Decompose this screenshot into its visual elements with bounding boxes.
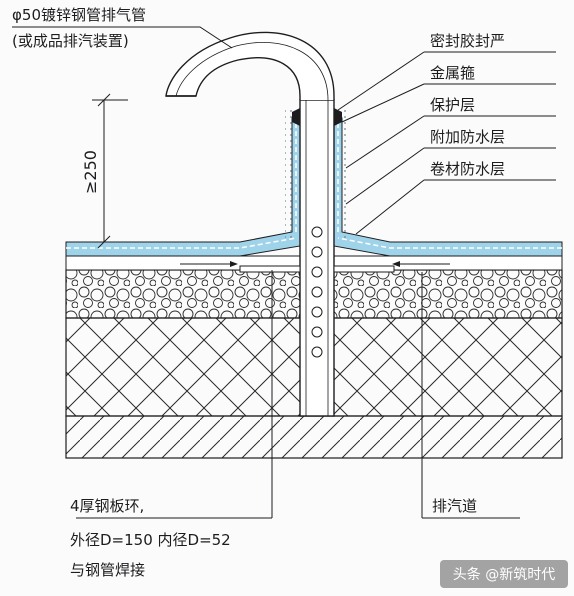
protective-layer-label: 保护层: [430, 96, 475, 114]
steel-plate-ring: [239, 265, 395, 273]
dimension-250: ≥250: [81, 93, 128, 249]
metal-hoop: [292, 108, 342, 126]
vent-channel-label: 排汽道: [432, 497, 477, 515]
vent-channel-callout: 排汽道: [421, 272, 520, 519]
watermark-text: 头条 @新筑时代: [453, 566, 555, 583]
metal-hoop-label: 金属箍: [430, 64, 475, 82]
watermark: 头条 @新筑时代: [440, 560, 568, 588]
plate-line2-label: 外径D=150 内径D=52: [70, 531, 231, 549]
vent-pipe-gooseneck: [165, 31, 335, 101]
pipe-perforations: [311, 226, 323, 358]
dimension-label: ≥250: [81, 150, 100, 194]
callout-labels: 密封胶封严 金属箍 保护层 附加防水层 卷材防水层: [337, 32, 556, 235]
plate-line3-label: 与钢管焊接: [70, 561, 145, 579]
plate-line1-label: 4厚钢板环,: [70, 497, 144, 515]
structural-slab: [65, 415, 563, 459]
vent-flow-arrows: [180, 261, 450, 267]
vent-pipe-vertical: [299, 99, 335, 417]
pipe-title-label: φ50镀锌钢管排气管: [12, 6, 146, 24]
waterproof-layer-left: [65, 110, 301, 257]
plate-ring-callout: 4厚钢板环, 外径D=150 内径D=52 与钢管焊接: [70, 270, 273, 579]
pipe-subtitle-label: (或成品排汽装置): [12, 32, 129, 50]
additional-waterproof-label: 附加防水层: [430, 128, 505, 146]
sealant-label: 密封胶封严: [430, 32, 505, 50]
membrane-waterproof-label: 卷材防水层: [430, 160, 505, 178]
pipe-label-group: φ50镀锌钢管排气管 (或成品排汽装置): [12, 6, 233, 50]
